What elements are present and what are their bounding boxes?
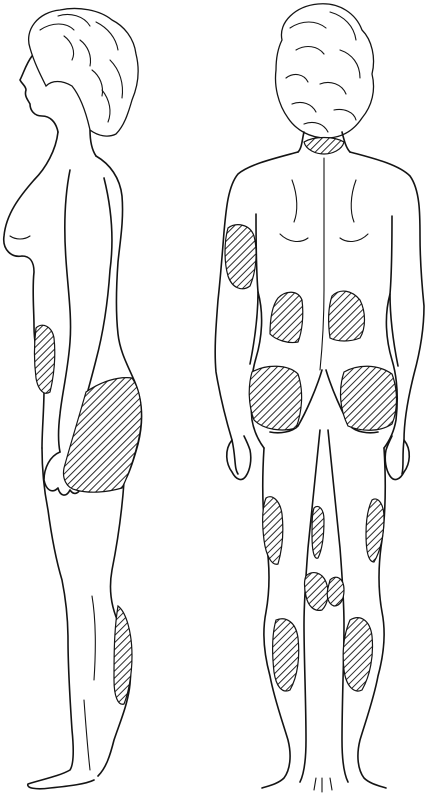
back-hatch-thigh-right [366,499,384,562]
back-hatch-calf-right [343,618,372,691]
back-hatch-buttock-right [341,366,397,430]
side-view-figure [4,8,142,788]
side-torso-front [4,132,58,448]
back-hatch-upper-arm [225,225,256,289]
side-face [20,56,58,132]
side-leg-front [28,448,94,789]
back-view-figure [215,4,424,792]
back-hatch-thigh-mid [312,507,324,559]
side-arm [59,170,71,452]
side-hatch-lower-back [35,325,55,393]
back-hatch-buttock-left [249,366,301,430]
back-hand-right [385,436,409,479]
back-hatch-thigh-left [263,497,283,564]
back-hatch-calf-left [273,619,299,691]
back-hatch-lower-back-left [270,292,303,342]
back-hand-left [227,436,251,479]
back-leg-right [358,448,386,788]
back-hatch-lower-back-right [329,291,365,341]
back-hatch-knee [305,573,329,611]
back-hatch-neck [304,138,344,155]
back-hatch-knee-right [327,577,344,606]
side-hatch-buttock-thigh [64,378,142,493]
